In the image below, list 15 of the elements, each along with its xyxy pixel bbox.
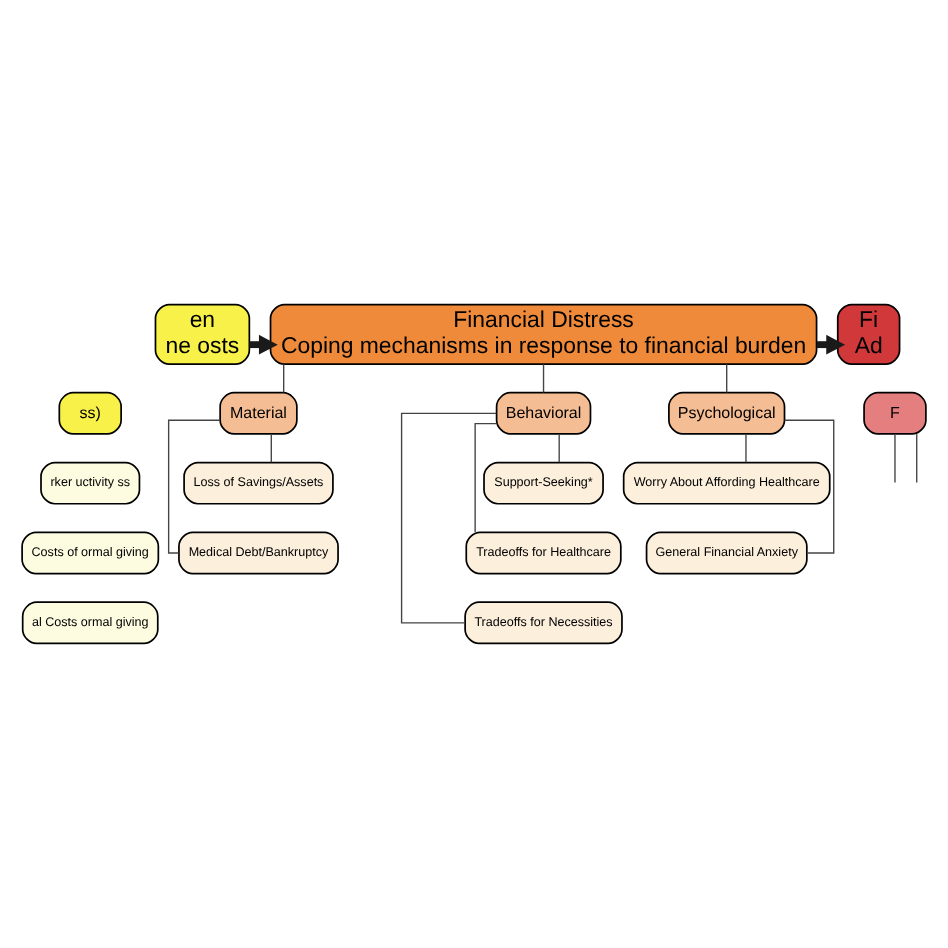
node-box: en ne osts (154, 303, 251, 365)
connector (270, 433, 272, 463)
connector (745, 433, 747, 463)
connector (167, 419, 221, 554)
connector (558, 433, 560, 463)
connector (916, 433, 918, 484)
connector (400, 412, 497, 624)
node-box: Financial Distress Coping mechanisms in response to financial burden (269, 303, 818, 365)
node-box: Fi Ad (836, 303, 901, 365)
connector (894, 433, 896, 484)
connector (542, 363, 545, 394)
connector (474, 422, 498, 533)
connector (726, 363, 728, 394)
connector (283, 363, 285, 394)
connector (783, 419, 835, 554)
